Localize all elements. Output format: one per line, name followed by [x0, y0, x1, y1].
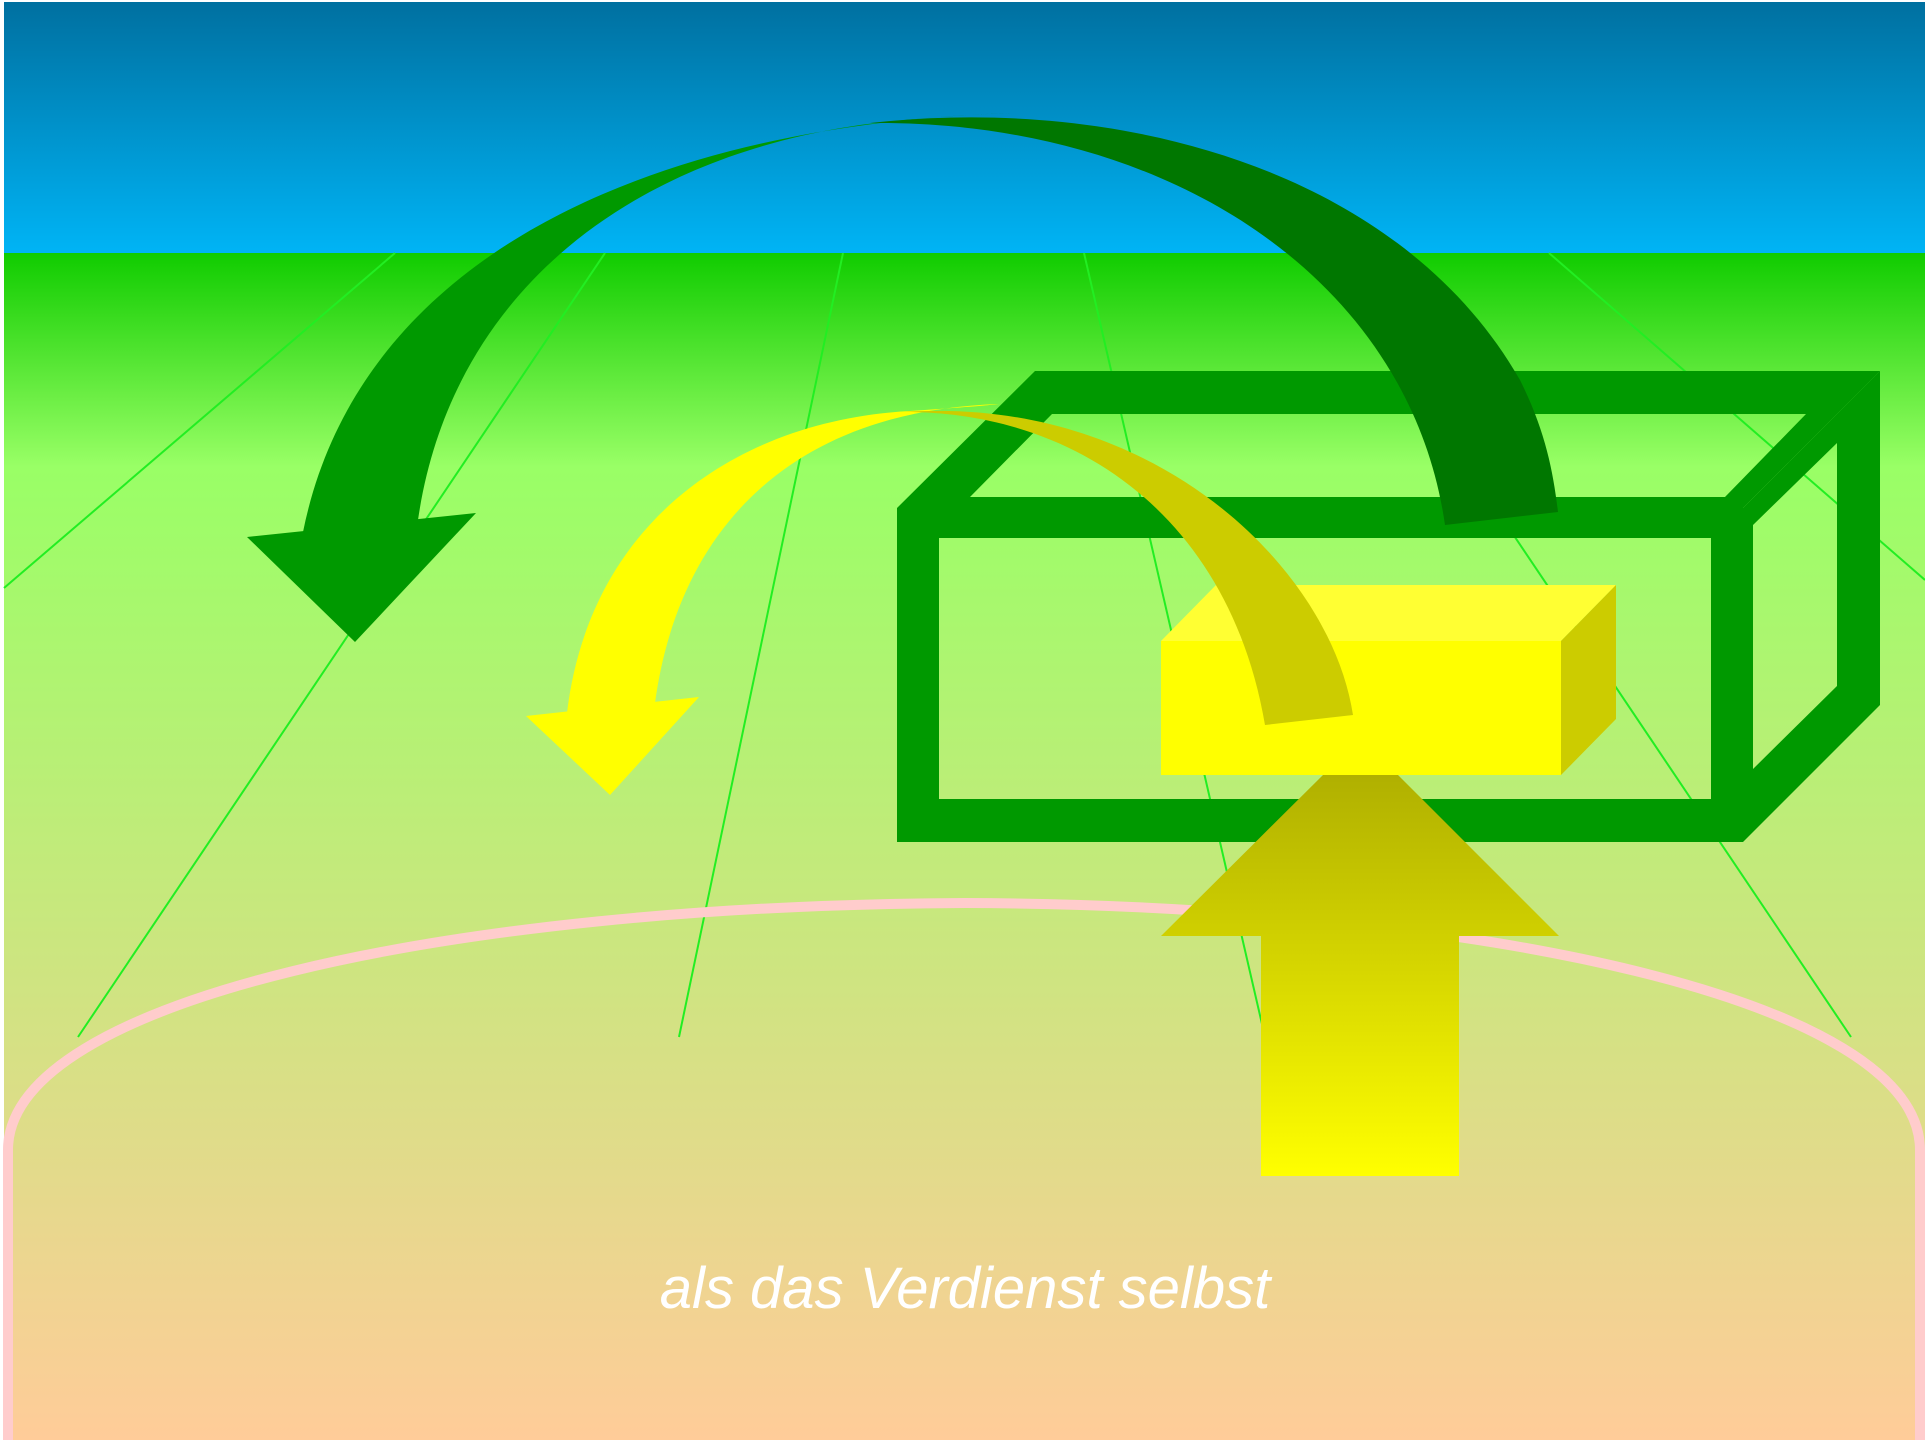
base-ellipse-outline — [2, 897, 1925, 1440]
box-front-face — [1161, 641, 1561, 775]
box-side-face — [1561, 585, 1616, 775]
grid-line — [77, 252, 606, 1038]
big-arrow-light-band — [303, 113, 1010, 532]
curved-arrow-left-icon — [247, 113, 1558, 642]
grid-line — [3, 252, 396, 589]
wireframe-box-icon — [897, 371, 1880, 842]
big-arrow-dark-band — [870, 117, 1558, 526]
frame-side-face — [1743, 371, 1880, 842]
caption-text: als das Verdienst selbst — [660, 1256, 1273, 1321]
small-arrow-dark-band — [905, 410, 1353, 725]
curved-arrow-left-icon — [526, 404, 1353, 795]
big-arrow-head — [247, 513, 476, 642]
frame-top-face — [897, 371, 1880, 508]
arrow-up-icon — [1161, 775, 1559, 1176]
small-arrow-light-band — [567, 404, 1000, 713]
frame-front-face — [897, 508, 1743, 842]
grid-line — [678, 252, 844, 1038]
solid-box-icon — [1161, 585, 1616, 775]
small-arrow-head — [526, 697, 699, 795]
